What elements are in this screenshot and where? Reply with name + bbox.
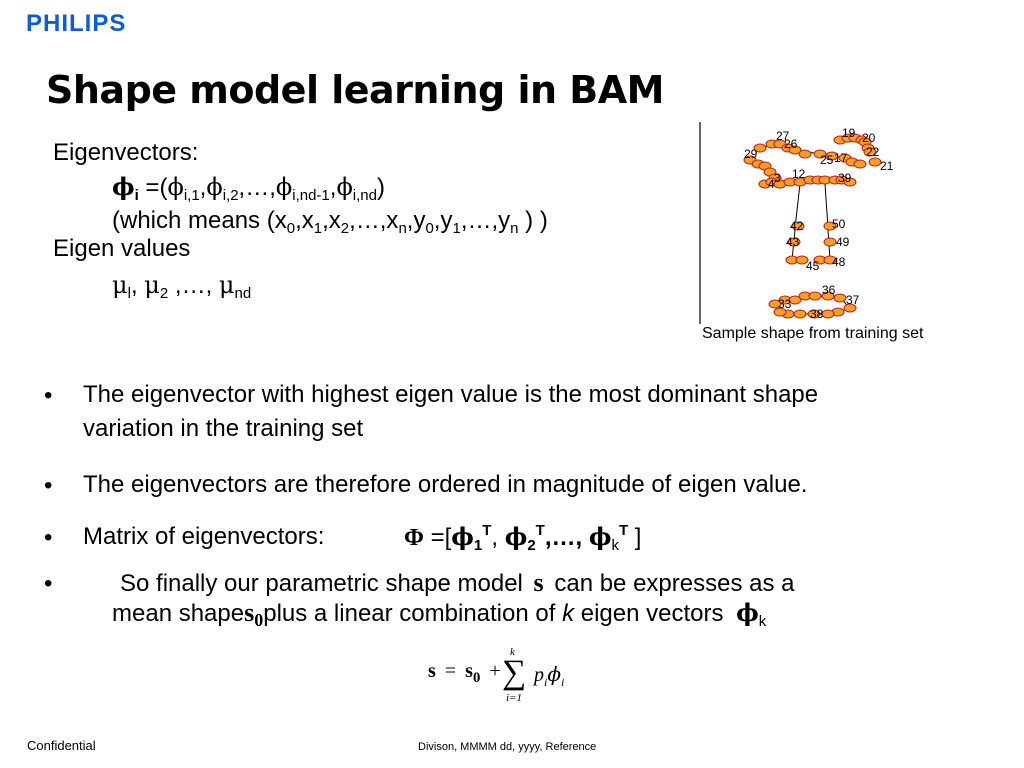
point-label: 42 <box>790 219 804 233</box>
landmark-point <box>773 307 787 317</box>
point-label: 29 <box>744 147 758 161</box>
point-label: 20 <box>862 131 876 145</box>
bullet-marker: • <box>44 570 53 597</box>
shape-point-labels: 27 26 29 19 20 22 21 42 50 43 49 45 48 3… <box>744 126 894 321</box>
eigenvector-definition: ϕi =(ϕi,1,ϕi,2,…,ϕi,nd-1,ϕi,nd) <box>112 172 385 204</box>
landmark-point <box>843 177 857 187</box>
summation-symbol: ∑ <box>502 654 527 691</box>
bullet-dominant-shape: The eigenvector with highest eigen value… <box>83 381 819 442</box>
shape-model-formula: s = s0 + <box>428 660 501 686</box>
landmark-point <box>813 149 827 159</box>
point-label: 38 <box>810 307 824 321</box>
landmark-point <box>825 151 839 161</box>
point-label: 48 <box>832 255 846 269</box>
landmark-point <box>823 255 837 265</box>
landmark-point <box>821 309 835 319</box>
landmark-point <box>823 237 837 247</box>
point-label: 25 <box>820 153 834 167</box>
sample-shape-figure: 27 26 29 19 20 22 21 42 50 43 49 45 48 3… <box>699 122 894 324</box>
point-label: 37 <box>846 293 860 307</box>
landmark-point <box>798 149 812 159</box>
point-label: 19 <box>842 126 856 140</box>
point-label: 36 <box>822 283 836 297</box>
landmark-point <box>863 147 877 157</box>
bullet-matrix-label: Matrix of eigenvectors: <box>83 523 325 550</box>
landmark-point <box>823 221 837 231</box>
sum-upper-limit: k <box>510 646 515 658</box>
landmark-point <box>788 295 802 305</box>
eigen-values-list: μl, μ2 ,…, μnd <box>112 271 252 302</box>
matrix-of-eigenvectors-formula: Φ =[ϕ1T, ϕ2T,…, ϕkT ] <box>404 522 642 554</box>
landmark-point <box>791 221 805 231</box>
figure-caption: Sample shape from training set <box>702 325 924 342</box>
landmark-point <box>821 291 835 301</box>
landmark-point <box>843 303 857 313</box>
bullet-parametric-model-line1: So finally our parametric shape model s … <box>120 568 795 597</box>
point-label: 50 <box>832 217 846 231</box>
landmark-point <box>868 157 882 167</box>
slide-title: Shape model learning in BAM <box>46 68 664 112</box>
eigenvector-meaning: (which means (x0,x1,x2,…,xn,y0,y1,…,yn )… <box>112 207 548 237</box>
landmark-point <box>833 293 847 303</box>
sum-term: piϕi <box>534 662 565 689</box>
landmark-point <box>808 291 822 301</box>
point-label: 26 <box>784 137 798 151</box>
bullet-ordered-eigenvectors: The eigenvectors are therefore ordered i… <box>83 471 808 498</box>
point-label: 21 <box>880 159 894 173</box>
point-label: 33 <box>778 297 792 311</box>
shape-landmark-points <box>743 133 882 319</box>
footer-reference: Divison, MMMM dd, yyyy, Reference <box>418 741 597 753</box>
point-label: 43 <box>786 235 800 249</box>
point-label: 27 <box>776 129 790 143</box>
point-label: 17 <box>834 151 848 165</box>
bullet-parametric-model-line2: mean shapes0plus a linear combination of… <box>112 598 767 630</box>
point-label: 12 <box>792 167 806 181</box>
landmark-point <box>787 237 801 247</box>
landmark-point <box>853 159 867 169</box>
eigenvectors-heading: Eigenvectors: <box>53 139 199 166</box>
point-label: 45 <box>806 259 820 273</box>
bullet-marker: • <box>44 472 53 499</box>
point-label: 49 <box>836 235 850 249</box>
bullet-marker: • <box>44 524 53 551</box>
bullet-marker: • <box>44 382 53 409</box>
landmark-point <box>768 299 782 309</box>
eigen-values-heading: Eigen values <box>53 235 191 262</box>
landmark-point <box>807 309 821 319</box>
philips-logo: PHILIPS <box>26 10 127 37</box>
point-label: 22 <box>866 145 880 159</box>
point-label: 4 <box>768 177 775 191</box>
point-label: 3 <box>774 171 781 185</box>
landmark-point <box>795 255 809 265</box>
landmark-point <box>793 309 807 319</box>
point-label: 39 <box>838 171 852 185</box>
sum-lower-limit: i=1 <box>506 692 522 704</box>
landmark-point <box>788 145 802 155</box>
landmark-point <box>753 143 767 153</box>
footer-confidential: Confidential <box>27 738 96 753</box>
